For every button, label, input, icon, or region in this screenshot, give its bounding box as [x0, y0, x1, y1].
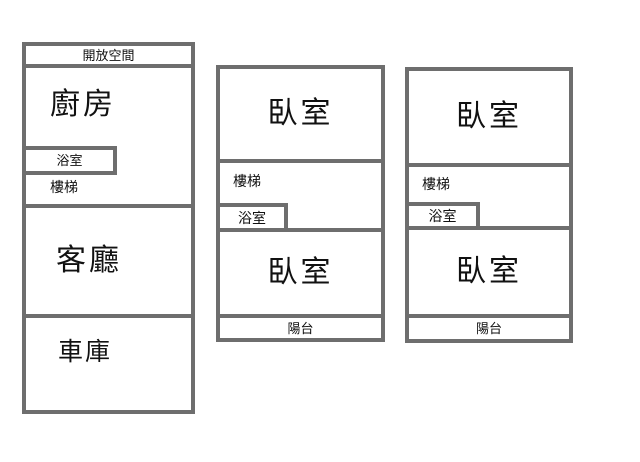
room-stairs-bath-section: 樓梯 浴室 — [220, 163, 381, 232]
room-bathroom: 浴室 — [409, 202, 480, 226]
room-label-stairs: 樓梯 — [422, 176, 450, 192]
room-label-balcony: 陽台 — [287, 320, 314, 336]
room-label-living-room: 客廳 — [56, 244, 122, 277]
room-label-bathroom: 浴室 — [238, 209, 266, 226]
room-stairs-bath-section: 樓梯 浴室 — [409, 167, 569, 230]
room-label-bedroom: 臥室 — [267, 97, 334, 130]
room-kitchen-stairs-section: 廚房 浴室 樓梯 — [26, 68, 191, 208]
floor-plan-1: 開放空間 廚房 浴室 樓梯 客廳 車庫 — [22, 42, 195, 414]
room-label-bedroom: 臥室 — [456, 255, 522, 288]
room-label-stairs: 樓梯 — [50, 179, 78, 195]
room-label-open-space: 開放空間 — [82, 47, 135, 63]
room-label-garage: 車庫 — [58, 338, 113, 366]
room-label-bathroom: 浴室 — [428, 208, 457, 224]
room-bedroom-top: 臥室 — [220, 69, 381, 163]
room-bedroom-bottom: 臥室 — [409, 230, 569, 318]
room-bathroom: 浴室 — [26, 146, 117, 175]
room-balcony: 陽台 — [409, 318, 569, 339]
floor-plan-2: 臥室 樓梯 浴室 臥室 陽台 — [216, 65, 385, 342]
room-bedroom-top: 臥室 — [409, 71, 569, 167]
room-label-bedroom: 臥室 — [267, 256, 334, 289]
room-bedroom-bottom: 臥室 — [220, 232, 381, 318]
room-label-balcony: 陽台 — [475, 321, 502, 336]
floor-plan-3: 臥室 樓梯 浴室 臥室 陽台 — [405, 67, 573, 343]
room-garage: 車庫 — [26, 318, 191, 410]
room-label-bedroom: 臥室 — [456, 100, 522, 133]
room-label-bathroom: 浴室 — [56, 153, 83, 168]
room-label-stairs: 樓梯 — [233, 173, 261, 189]
room-living-room: 客廳 — [26, 208, 191, 318]
room-balcony: 陽台 — [220, 318, 381, 338]
room-label-kitchen: 廚房 — [50, 88, 116, 121]
room-bathroom: 浴室 — [220, 203, 288, 228]
room-open-space: 開放空間 — [26, 46, 191, 68]
